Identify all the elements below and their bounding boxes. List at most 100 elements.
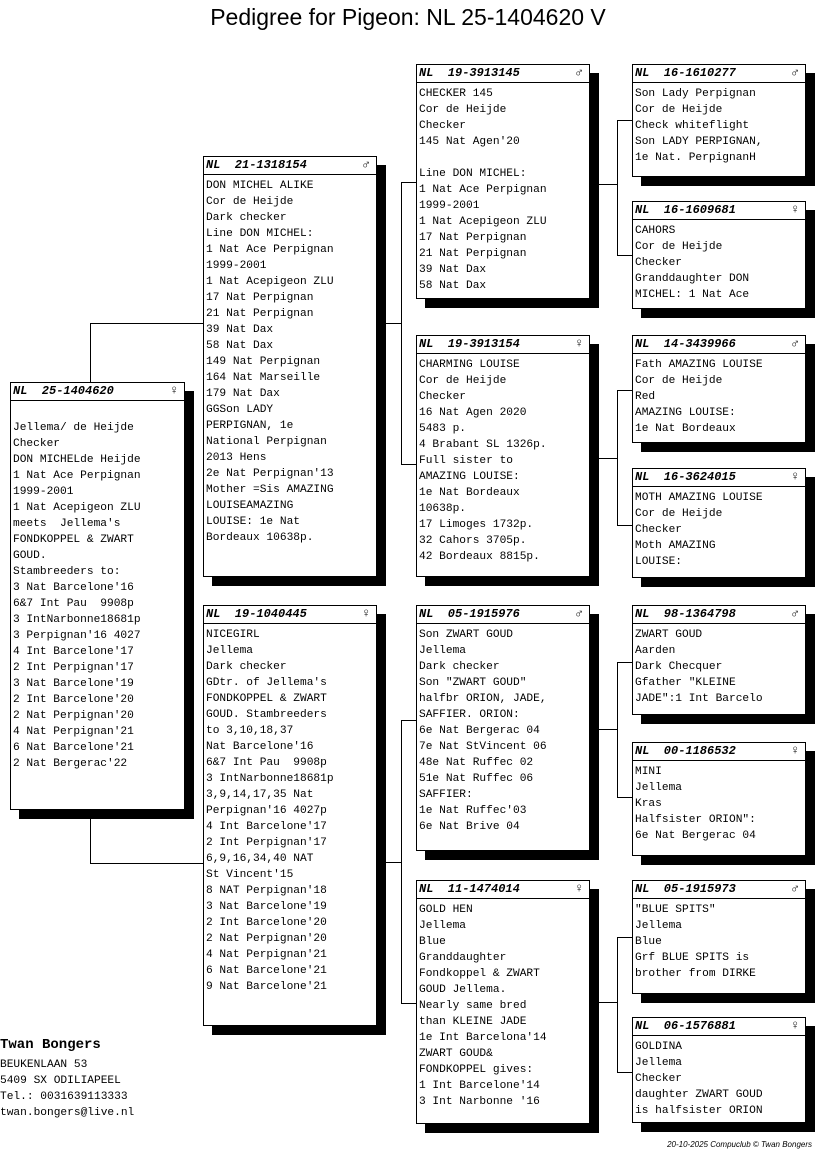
info-line: GOLD HEN	[419, 904, 473, 916]
info-line: Checker	[635, 524, 682, 536]
card-header: NL 98-1364798♂	[633, 606, 805, 624]
owner-email[interactable]: twan.bongers@live.nl	[0, 1107, 135, 1119]
info-line: 6e Nat Bergerac 04	[635, 830, 756, 842]
card-header: NL 05-1915976♂	[417, 606, 589, 624]
info-line: Perpignan'16 4027p	[206, 805, 327, 817]
info-line: 51e Nat Ruffec 06	[419, 773, 534, 785]
info-line: 4 Int Barcelone'17	[13, 646, 134, 658]
connector	[617, 525, 633, 526]
info-line: 5483 p.	[419, 423, 466, 435]
info-line: 179 Nat Dax	[206, 388, 280, 400]
info-line: 1 Int Barcelone'14	[419, 1080, 540, 1092]
info-line: Blue	[419, 936, 446, 948]
info-line: DON MICHEL ALIKE	[206, 180, 314, 192]
info-line: Dark checker	[206, 661, 287, 673]
info-line: 17 Nat Perpignan	[206, 292, 314, 304]
ring-number: NL 19-3913145	[419, 66, 520, 80]
info-line: 1 Nat Acepigeon ZLU	[419, 216, 547, 228]
info-line: Son LADY PERPIGNAN,	[635, 136, 763, 148]
info-line: Son Lady Perpignan	[635, 88, 756, 100]
info-line	[13, 404, 182, 420]
info-line: 2 Int Barcelone'20	[13, 694, 134, 706]
info-line: ZWART GOUD&	[419, 1048, 493, 1060]
info-line: Mother =Sis AMAZING	[206, 484, 334, 496]
info-line: 3 Nat Barcelone'19	[13, 678, 134, 690]
ring-number: NL 16-1610277	[635, 66, 736, 80]
info-line: 17 Nat Perpignan	[419, 232, 527, 244]
card-header: NL 16-1609681♀	[633, 202, 805, 220]
info-line: 1999-2001	[13, 486, 74, 498]
info-line: Line DON MICHEL:	[419, 168, 527, 180]
info-line: 3 IntNarbonne18681p	[13, 614, 141, 626]
connector	[617, 662, 633, 663]
info-line: 21 Nat Perpignan	[206, 308, 314, 320]
info-line: 1e Nat Bordeaux	[419, 487, 520, 499]
owner-block: Twan Bongers BEUKENLAAN 53 5409 SX ODILI…	[0, 1035, 134, 1121]
info-line: Blue	[635, 936, 662, 948]
card-header: NL 14-3439966♂	[633, 336, 805, 354]
info-line: Dark checker	[419, 661, 500, 673]
info-line: Nat Barcelone'16	[206, 741, 314, 753]
info-line: ZWART GOUD	[635, 629, 703, 641]
info-line: 2 Nat Perpignan'20	[13, 710, 134, 722]
info-line: PERPIGNAN, 1e	[206, 420, 294, 432]
connector	[385, 323, 401, 324]
info-line: daughter ZWART GOUD	[635, 1089, 763, 1101]
card-header: NL 16-3624015♀	[633, 469, 805, 487]
info-line: 4 Int Barcelone'17	[206, 821, 327, 833]
info-line: Full sister to	[419, 455, 513, 467]
sex-icon: ♀	[575, 336, 583, 351]
connector	[617, 1072, 633, 1073]
info-line: JADE":1 Int Barcelo	[635, 693, 763, 705]
info-line: 1 Nat Acepigeon ZLU	[13, 502, 141, 514]
ring-number: NL 06-1576881	[635, 1019, 736, 1033]
info-line: Aarden	[635, 645, 676, 657]
info-line: Cor de Heijde	[419, 375, 507, 387]
info-line: 6&7 Int Pau 9908p	[13, 598, 134, 610]
connector	[385, 862, 401, 863]
info-line: Bordeaux 10638p.	[206, 532, 314, 544]
ring-number: NL 16-1609681	[635, 203, 736, 217]
info-line: 2e Nat Perpignan'13	[206, 468, 334, 480]
info-line: Checker	[13, 438, 60, 450]
info-line: Granddaughter	[419, 952, 507, 964]
info-line: GOUD.	[13, 550, 47, 562]
info-line: 48e Nat Ruffec 02	[419, 757, 534, 769]
connector	[90, 323, 91, 383]
connector	[617, 390, 633, 391]
connector	[90, 863, 204, 864]
info-line: NICEGIRL	[206, 629, 260, 641]
info-line: 6,9,16,34,40 NAT	[206, 853, 314, 865]
card-header: NL 19-1040445♀	[204, 606, 376, 624]
card-header: NL 19-3913154♀	[417, 336, 589, 354]
info-line	[419, 150, 587, 166]
info-line: Jellema	[419, 645, 466, 657]
sex-icon: ♂	[791, 65, 799, 80]
info-line: 16 Nat Agen 2020	[419, 407, 527, 419]
info-line: Dark checker	[206, 212, 287, 224]
sex-icon: ♂	[791, 606, 799, 621]
connector	[617, 662, 618, 797]
sex-icon: ♀	[791, 1018, 799, 1033]
